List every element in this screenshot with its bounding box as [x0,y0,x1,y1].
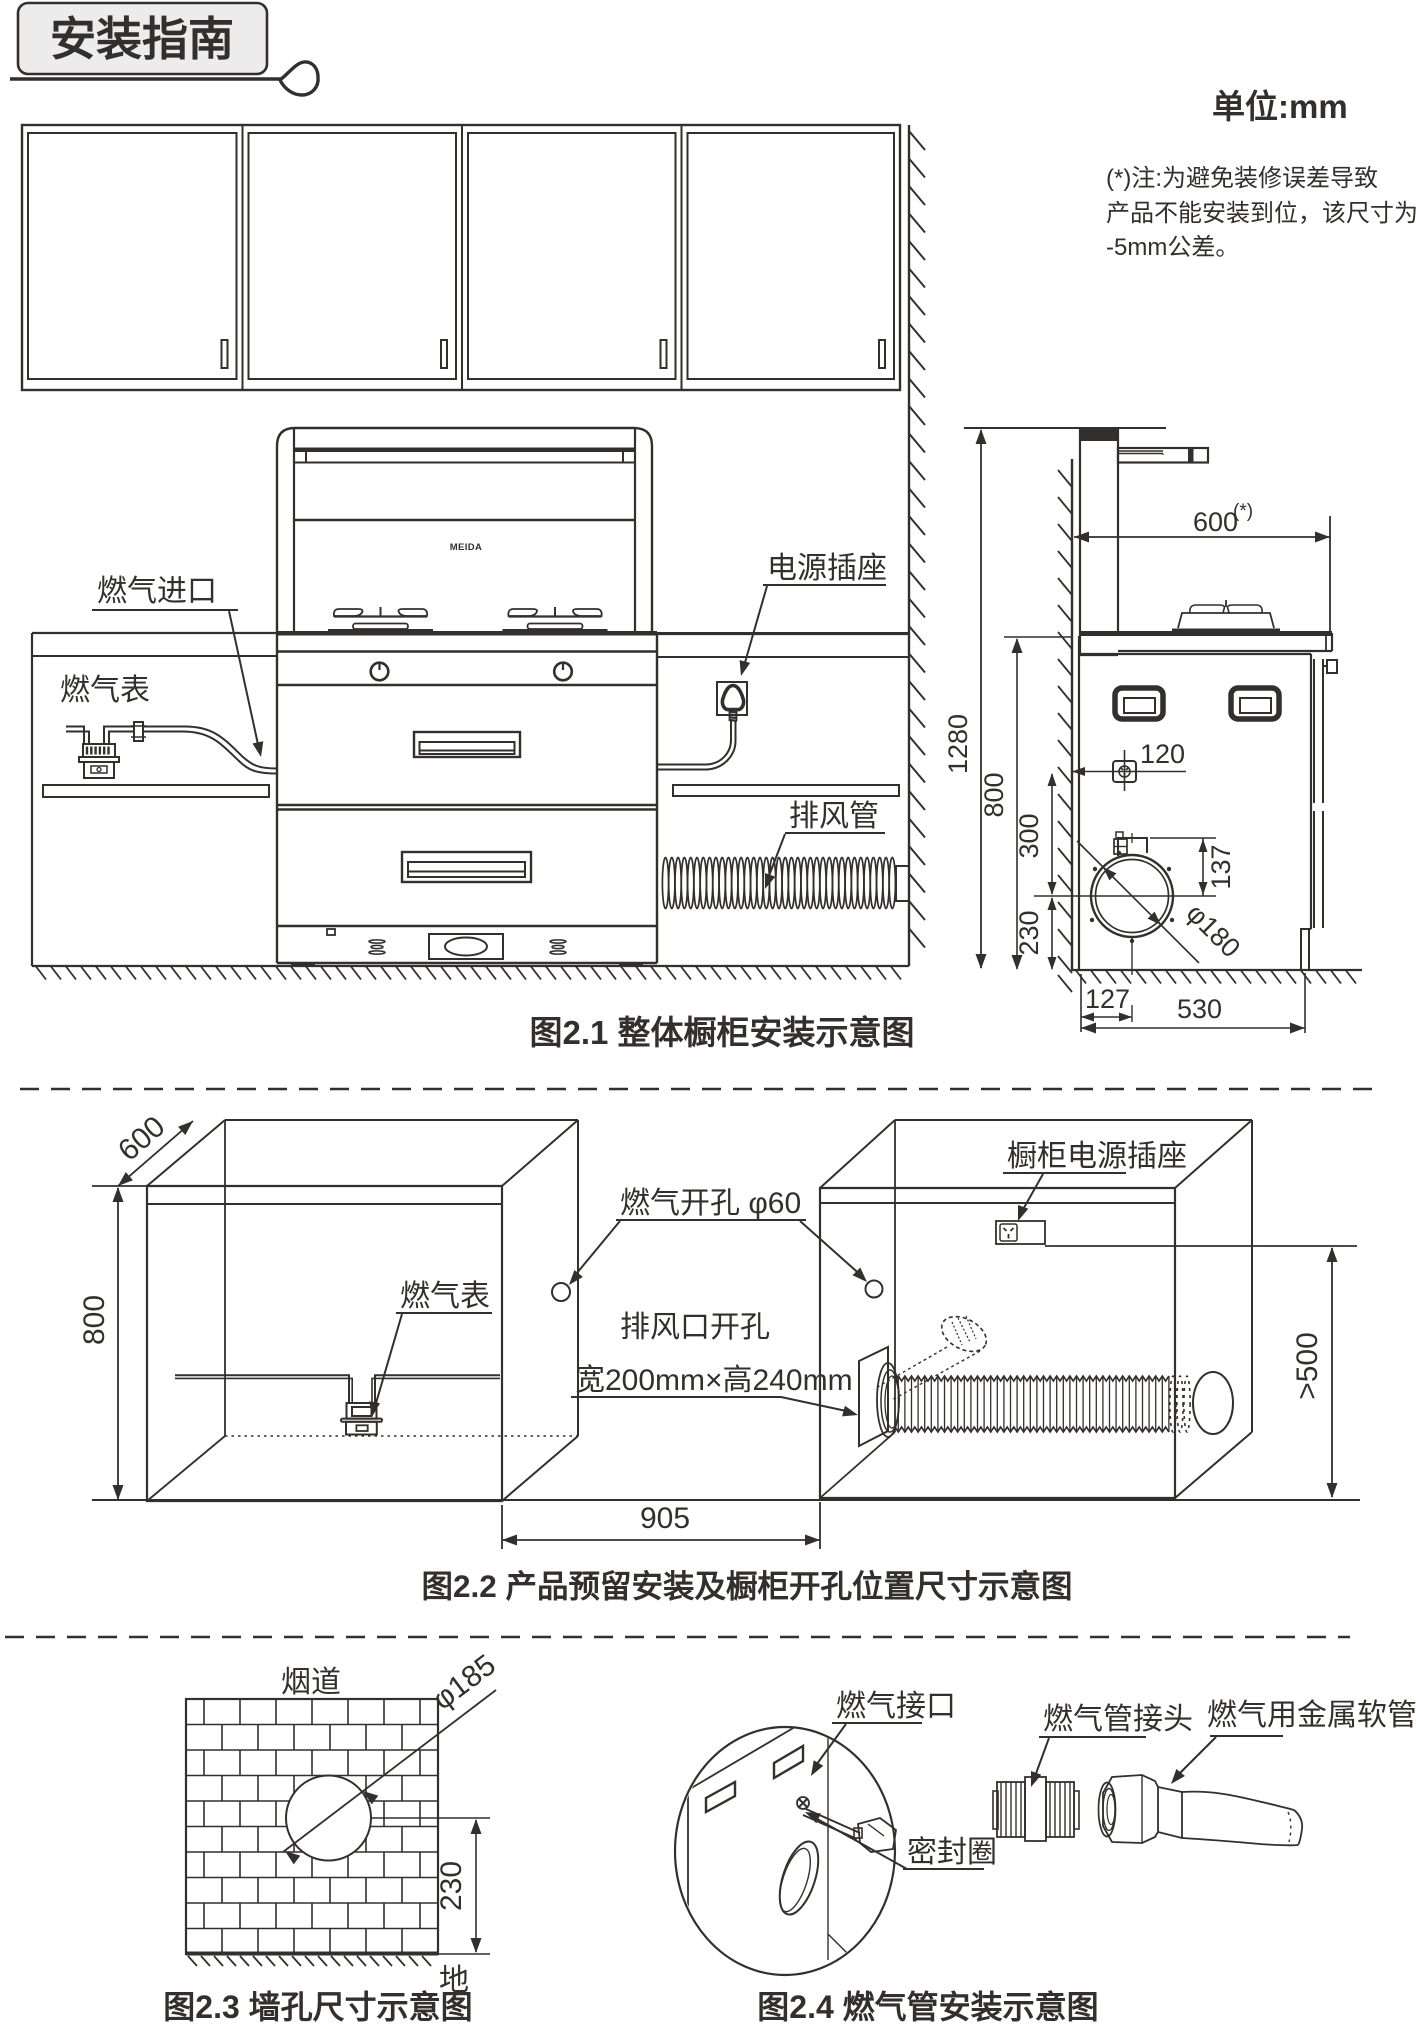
svg-text:燃气表: 燃气表 [400,1280,490,1313]
svg-text:530: 530 [1177,994,1222,1024]
svg-text:电源插座: 电源插座 [767,552,887,585]
svg-text:密封圈: 密封圈 [907,1836,997,1869]
svg-text:1280: 1280 [943,714,973,774]
svg-text:排风管: 排风管 [789,800,879,833]
svg-text:230: 230 [1014,910,1044,955]
svg-text:MEIDA: MEIDA [450,542,483,553]
svg-text:燃气用金属软管: 燃气用金属软管 [1207,1699,1416,1732]
svg-text:燃气管接头: 燃气管接头 [1043,1703,1193,1736]
svg-text:800: 800 [78,1295,111,1345]
svg-text:图2.2 产品预留安装及橱柜开孔位置尺寸示意图: 图2.2 产品预留安装及橱柜开孔位置尺寸示意图 [421,1568,1072,1604]
svg-text:-5mm公差。: -5mm公差。 [1106,234,1239,261]
svg-text:120: 120 [1140,739,1185,769]
svg-text:905: 905 [640,1502,690,1535]
svg-text:600: 600 [1193,507,1238,537]
svg-text:230: 230 [435,1861,468,1911]
svg-text:产品不能安装到位，该尺寸为: 产品不能安装到位，该尺寸为 [1106,200,1416,227]
svg-text:127: 127 [1085,984,1130,1014]
svg-text:燃气进口: 燃气进口 [97,575,217,608]
svg-text:图2.3 墙孔尺寸示意图: 图2.3 墙孔尺寸示意图 [163,1989,472,2025]
svg-text:800: 800 [979,772,1009,817]
svg-text:燃气表: 燃气表 [60,674,150,707]
svg-text:宽200mm×高240mm: 宽200mm×高240mm [575,1364,853,1397]
svg-text:(*)注:为避免装修误差导致: (*)注:为避免装修误差导致 [1106,165,1378,192]
svg-text:137: 137 [1206,844,1236,889]
svg-text:排风口开孔: 排风口开孔 [620,1311,770,1344]
svg-text:图2.1 整体橱柜安装示意图: 图2.1 整体橱柜安装示意图 [529,1014,914,1051]
svg-text:安装指南: 安装指南 [50,13,234,65]
svg-text:地: 地 [439,1964,469,1997]
svg-text:300: 300 [1014,813,1044,858]
svg-text:燃气接口: 燃气接口 [836,1690,956,1723]
svg-text:>500: >500 [1291,1332,1324,1400]
svg-text:图2.4 燃气管安装示意图: 图2.4 燃气管安装示意图 [757,1989,1098,2025]
svg-text:燃气开孔 φ60: 燃气开孔 φ60 [620,1187,801,1220]
svg-text:烟道: 烟道 [281,1666,341,1699]
svg-text:(*): (*) [1233,501,1253,522]
svg-text:单位:mm: 单位:mm [1212,88,1348,125]
svg-text:橱柜电源插座: 橱柜电源插座 [1007,1140,1187,1173]
